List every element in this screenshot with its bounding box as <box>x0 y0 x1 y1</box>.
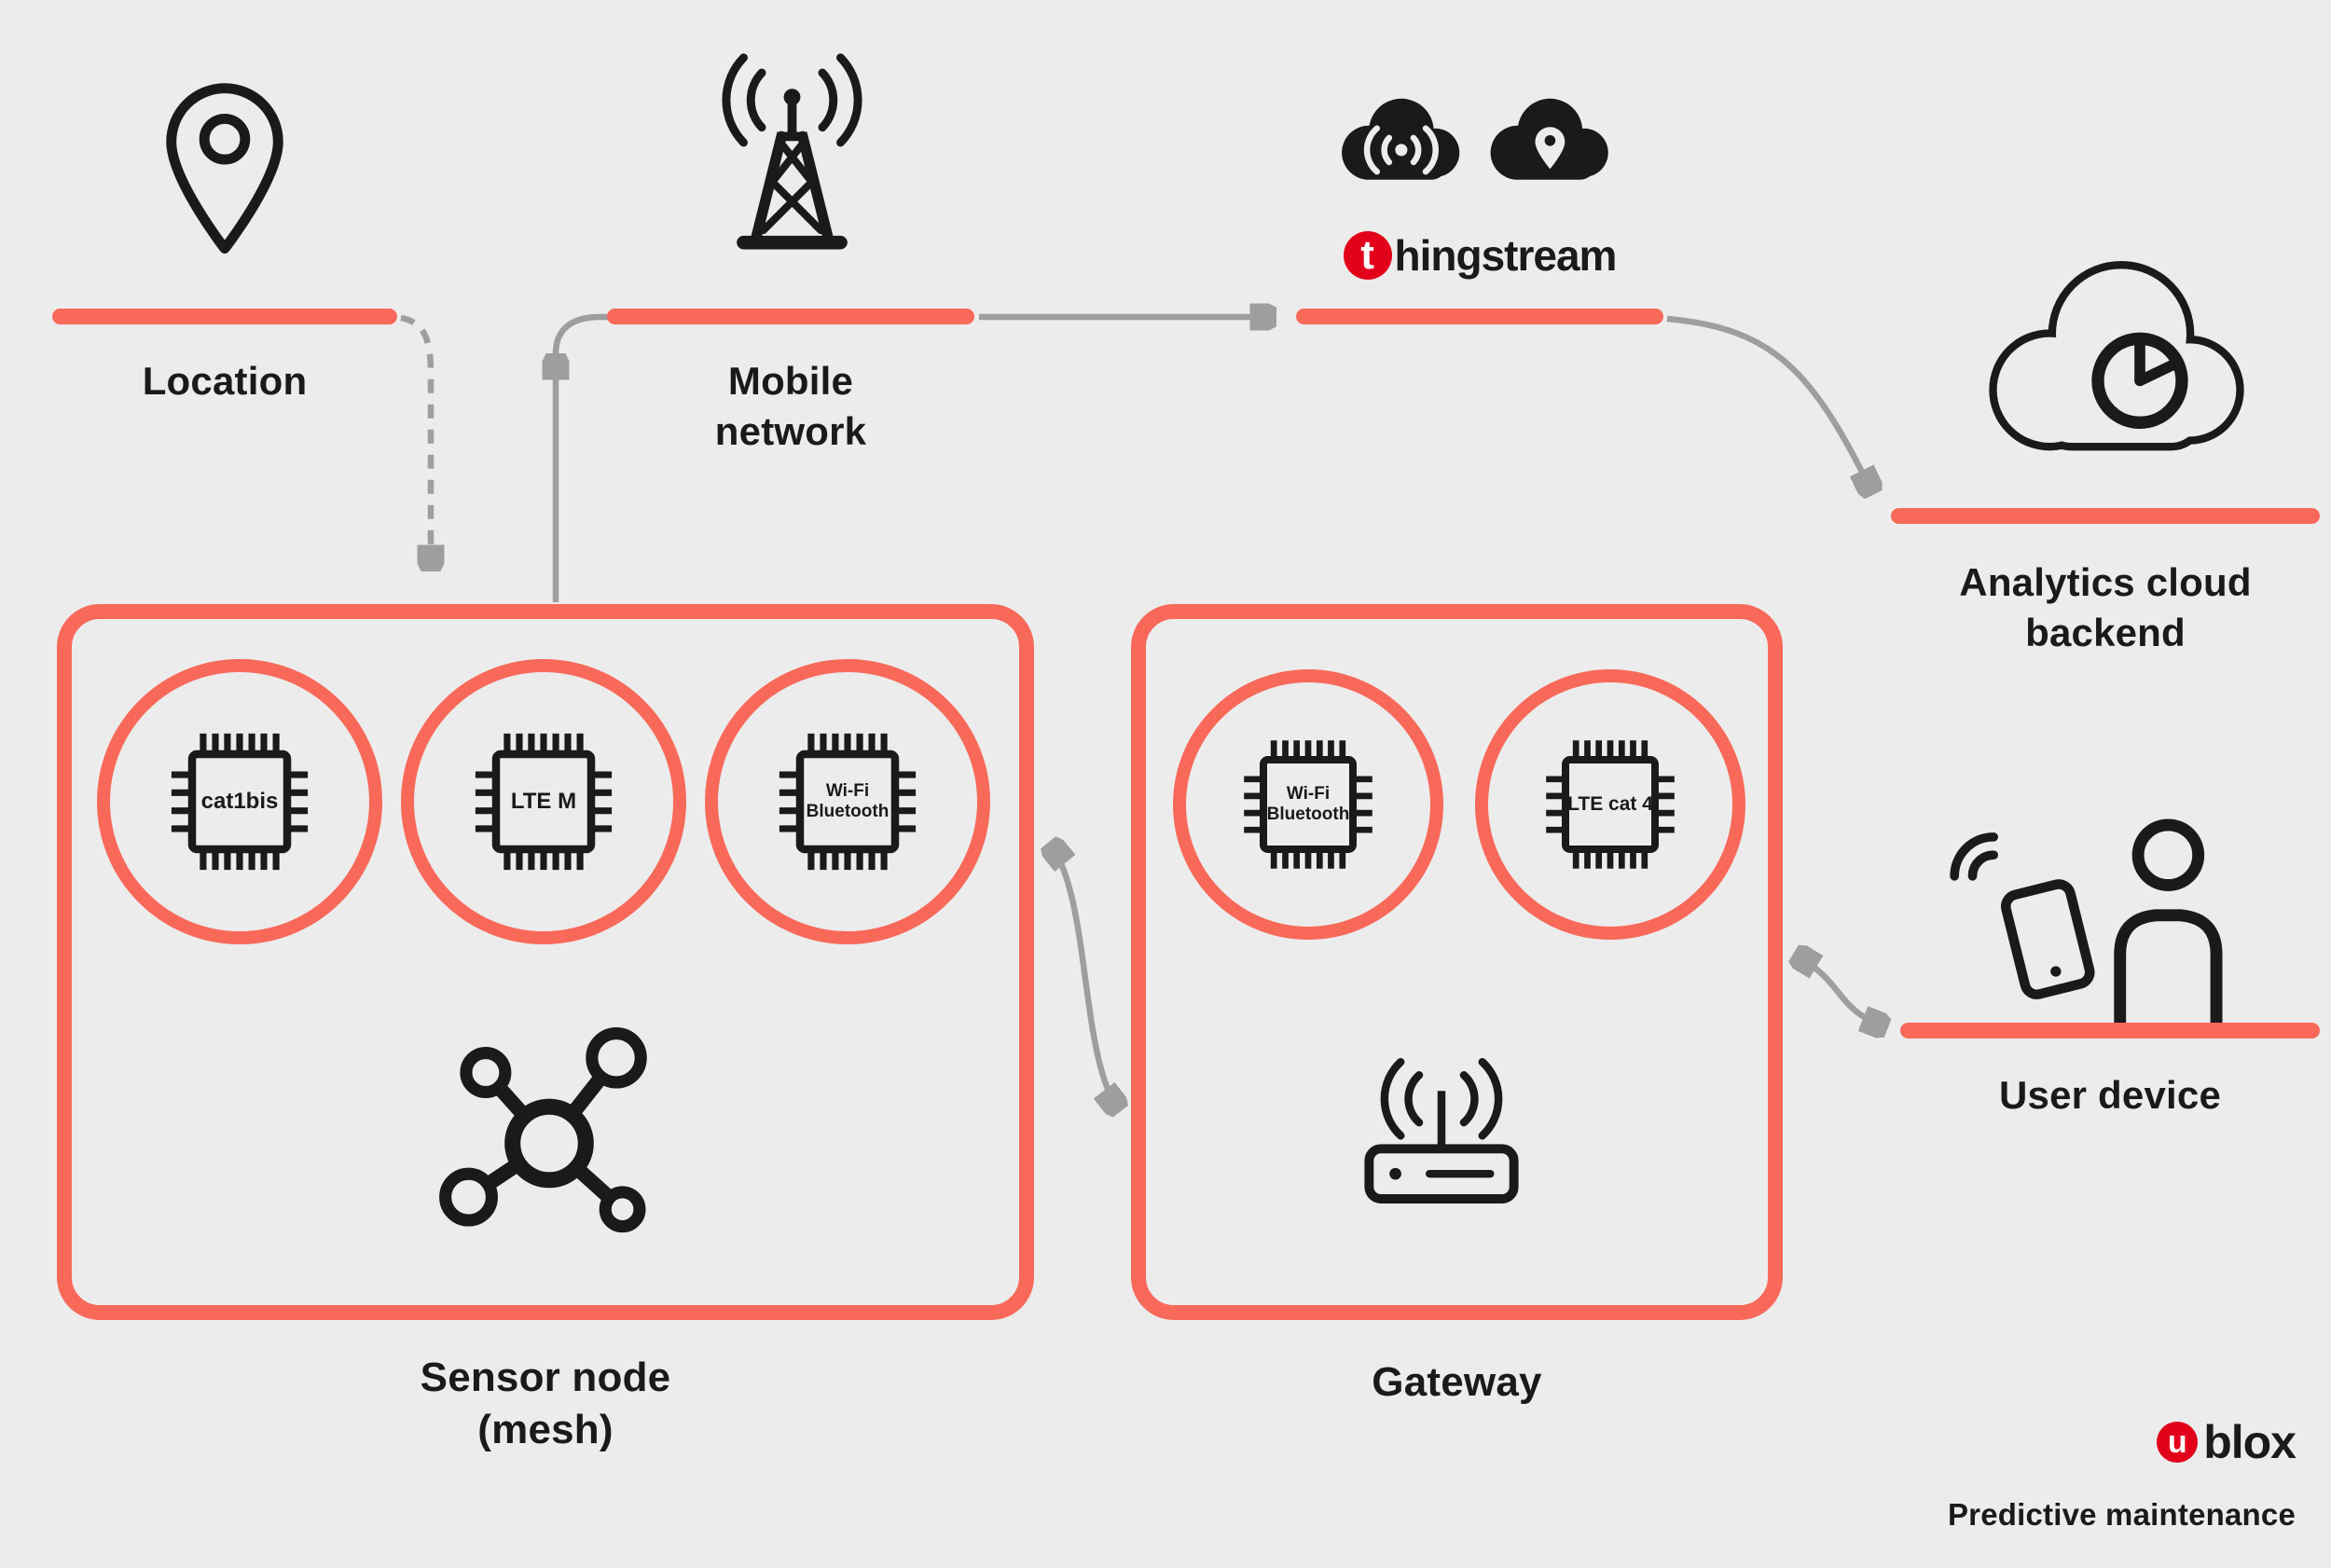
thingstream-clouds <box>1342 98 1608 180</box>
chip-label: Wi-Fi Bluetooth <box>806 781 890 821</box>
mobile-network-underline-bar <box>607 309 974 324</box>
chip-lte-m: LTE M <box>464 722 623 881</box>
ublox-logo: u blox <box>1958 1415 2297 1469</box>
gateway-chip-wifi-bluetooth: Wi-Fi Bluetooth <box>1234 730 1383 879</box>
analytics-underline-bar <box>1891 508 2320 524</box>
user-device-label: User device <box>1998 1073 2222 1117</box>
arrow-gateway-user-device <box>1796 955 1885 1027</box>
gateway-chip-lte-cat4: LTE cat 4 <box>1536 730 1685 879</box>
ublox-logo-text: blox <box>2203 1416 2297 1468</box>
arrow-connector-curve <box>552 313 610 355</box>
tablet-icon <box>2001 879 2095 999</box>
module-circle-gw-wifi-bluetooth: Wi-Fi Bluetooth <box>1173 669 1443 940</box>
router-icon <box>1364 1057 1519 1204</box>
gateway-box <box>1131 604 1783 1320</box>
arrow-thingstream-to-analytics <box>1666 315 1872 492</box>
arrow-location-to-sensor-node <box>400 314 431 569</box>
user-device-icon <box>1950 818 2223 1024</box>
thingstream-logo: t hingstream <box>1296 227 1663 283</box>
location-underline-bar <box>52 309 397 324</box>
thingstream-underline-bar <box>1296 309 1663 324</box>
module-circle-gw-lte-cat4: LTE cat 4 <box>1475 669 1745 940</box>
sensor-node-box <box>57 604 1034 1320</box>
thingstream-logo-text: hingstream <box>1394 231 1618 280</box>
module-circle-cat1bis: cat1bis <box>97 659 382 944</box>
sensor-node-label: Sensor node (mesh) <box>420 1355 671 1453</box>
gateway-label: Gateway <box>1372 1359 1542 1405</box>
person-icon <box>2114 818 2223 1024</box>
cloud-signal-icon <box>1342 98 1460 180</box>
arrow-sensor-node-gateway <box>1050 845 1119 1109</box>
cloud-location-icon <box>1490 98 1608 180</box>
module-circle-lte-m: LTE M <box>401 659 686 944</box>
signal-waves-icon <box>1950 832 1998 881</box>
chip-label: LTE cat 4 <box>1567 792 1653 815</box>
ublox-logo-dot: u <box>2157 1422 2199 1463</box>
analytics-cloud-icon <box>1989 261 2244 451</box>
chip-label: cat1bis <box>200 789 279 815</box>
mobile-network-label: Mobile network <box>714 359 867 453</box>
module-circle-wifi-bluetooth: Wi-Fi Bluetooth <box>705 659 990 944</box>
location-label: Location <box>142 359 308 403</box>
chip-label: LTE M <box>510 789 577 815</box>
pie-chart-icon <box>2091 332 2188 430</box>
cell-tower-icon <box>722 53 862 250</box>
mesh-network-icon <box>439 1027 647 1233</box>
chip-wifi-bluetooth: Wi-Fi Bluetooth <box>768 722 927 881</box>
thingstream-logo-dot: t <box>1343 231 1392 280</box>
chip-label: Wi-Fi Bluetooth <box>1266 784 1350 824</box>
user-device-underline-bar <box>1900 1023 2320 1038</box>
tagline-label: Predictive maintenance <box>1947 1497 2296 1532</box>
analytics-label: Analytics cloud backend <box>1959 560 2252 654</box>
chip-cat1bis: cat1bis <box>160 722 319 881</box>
location-pin-icon <box>166 83 283 254</box>
